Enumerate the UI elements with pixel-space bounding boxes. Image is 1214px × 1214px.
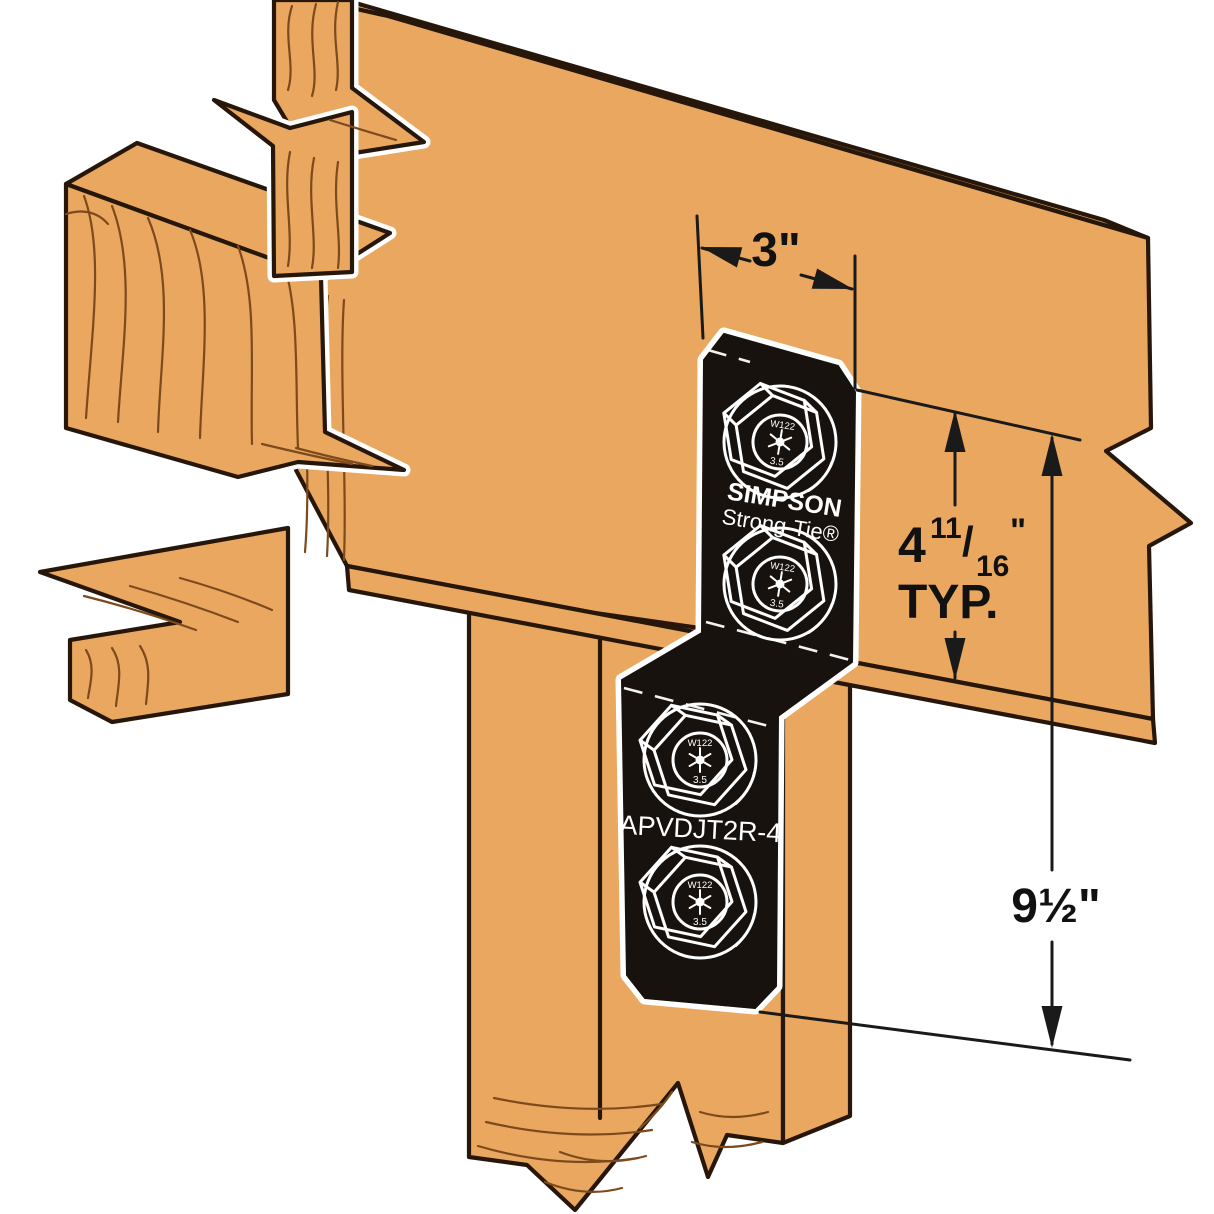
broken-board-lower xyxy=(33,521,295,729)
svg-text:/: / xyxy=(962,518,974,565)
svg-text:": " xyxy=(1010,512,1026,550)
svg-text:16: 16 xyxy=(976,550,1009,583)
board-face-broken xyxy=(63,181,407,480)
broken-board-top xyxy=(207,0,431,283)
plate-width-label: 3" xyxy=(751,224,800,277)
joist-break-grain xyxy=(476,1090,770,1193)
dimension-section-height: 4 11 / 16 " TYP. xyxy=(898,410,1026,680)
arrowhead-down9 xyxy=(1041,1006,1063,1048)
bend-line-lower xyxy=(623,686,777,730)
dimension-overall-height: 9½" xyxy=(758,434,1132,1062)
svg-text:11: 11 xyxy=(930,512,962,545)
leader-line-plate-bottom xyxy=(758,1010,1132,1062)
arrowhead-down xyxy=(944,638,966,680)
board-top-part2 xyxy=(211,97,355,279)
board-lower-grain xyxy=(82,576,274,708)
arrowhead-right xyxy=(811,268,853,289)
tie-plate-body xyxy=(621,333,856,1009)
arrowhead-left xyxy=(701,247,743,268)
arrowhead-up9 xyxy=(1041,434,1063,476)
svg-text:4: 4 xyxy=(898,517,926,573)
extension-line-left xyxy=(695,214,705,340)
board-lower-face xyxy=(37,525,291,725)
dimension-annotations: 3" 4 11 / 16 " TYP. 9½" xyxy=(695,214,1132,1062)
board-grain xyxy=(64,194,374,468)
section-height-label: 4 11 / 16 " TYP. xyxy=(898,512,1026,629)
overall-height-label: 9½" xyxy=(1011,880,1100,933)
dimension-plate-width: 3" xyxy=(695,214,857,390)
extension-line-plate-top xyxy=(855,388,1082,442)
arrowhead-up xyxy=(944,410,966,452)
bend-line-top xyxy=(707,348,751,364)
svg-text:TYP.: TYP. xyxy=(898,576,999,629)
board-top-grain xyxy=(286,0,398,270)
tie-plate: SIMPSON Strong-Tie® APVDJT2R-4 xyxy=(615,327,862,1015)
lumber-assembly xyxy=(33,0,1194,1213)
